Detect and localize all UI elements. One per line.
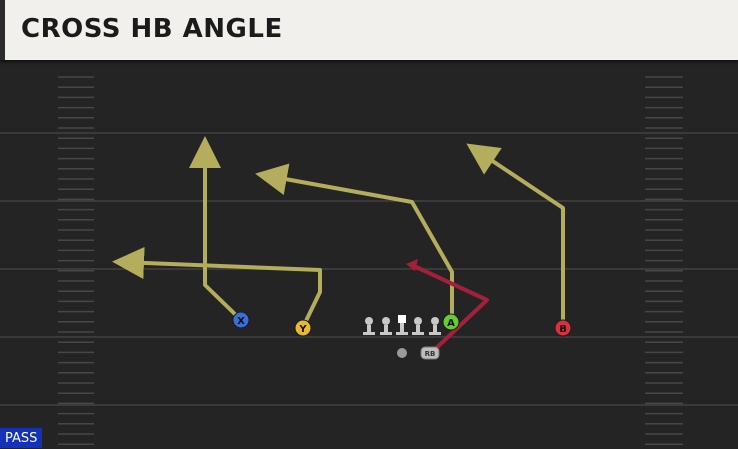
quarterback-dot xyxy=(397,348,407,358)
player-x-label: X xyxy=(237,316,245,327)
player-b-label: B xyxy=(559,324,567,335)
player-y: Y xyxy=(294,319,312,337)
route-hb-angle xyxy=(413,264,489,355)
title-bar-accent xyxy=(0,0,5,60)
player-x: X xyxy=(232,311,250,329)
play-type-badge: PASS xyxy=(0,428,43,448)
player-y-label: Y xyxy=(298,324,307,335)
lineman xyxy=(429,317,441,335)
player-a-label: A xyxy=(447,318,455,329)
lineman xyxy=(380,317,392,335)
player-rb: RB xyxy=(420,346,440,360)
route-a xyxy=(255,163,454,320)
route-b xyxy=(466,143,565,328)
yard-lines xyxy=(0,132,738,406)
offensive-line xyxy=(363,315,441,335)
routes xyxy=(112,136,565,355)
player-rb-label: RB xyxy=(425,350,436,358)
route-hb-arrowhead xyxy=(406,259,418,271)
player-a: A xyxy=(442,313,460,331)
route-x xyxy=(189,136,242,321)
play-title-bar: CROSS HB ANGLE xyxy=(0,0,738,60)
hash-marks xyxy=(58,76,683,445)
route-y xyxy=(112,246,322,328)
player-b: B xyxy=(554,319,572,337)
lineman xyxy=(412,317,424,335)
play-title: CROSS HB ANGLE xyxy=(21,14,283,44)
play-field: RB X Y A B xyxy=(0,76,738,445)
lineman xyxy=(363,317,375,335)
center xyxy=(396,315,408,335)
